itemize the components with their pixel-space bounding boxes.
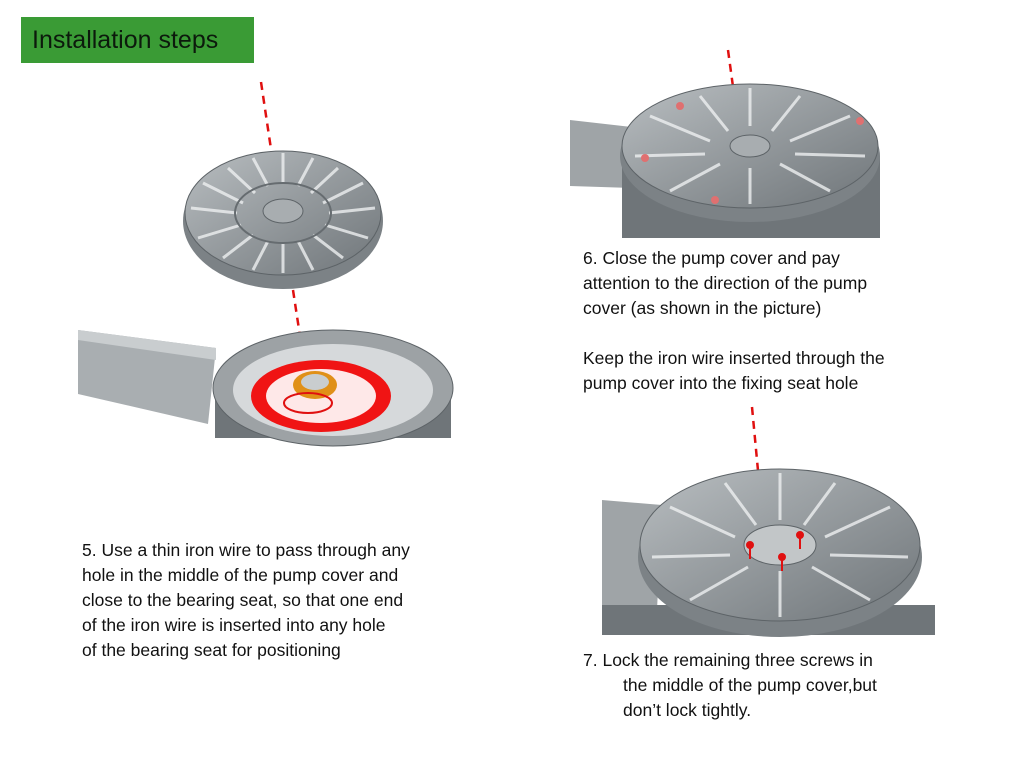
step5-line: of the bearing seat for positioning [82,640,341,660]
step5-illustration [78,81,454,447]
step6-line: cover (as shown in the picture) [583,298,822,318]
title-banner: Installation steps [21,17,254,63]
step5-line: close to the bearing seat, so that one e… [82,590,404,610]
guide-line [291,289,302,337]
pump-cover [183,150,383,289]
step7-line: 7. Lock the remaining three screws in [583,650,873,670]
step5-line: 5. Use a thin iron wire to pass through … [82,540,410,560]
step6-note: Keep the iron wire inserted through the … [583,346,983,396]
page-title: Installation steps [32,25,219,54]
pump-pipe [78,330,216,424]
step6-note-line: Keep the iron wire inserted through the [583,348,885,368]
pump-housing [212,329,454,447]
step7-line: the middle of the pump cover,but [623,675,877,695]
step5-line: hole in the middle of the pump cover and [82,565,399,585]
guide-line [259,81,280,197]
step5-line: of the iron wire is inserted into any ho… [82,615,386,635]
step6-text: 6. Close the pump cover and pay attentio… [583,246,963,321]
step7-line: don’t lock tightly. [623,700,752,720]
step6-illustration [570,49,880,238]
step6-line: attention to the direction of the pump [583,273,868,293]
step7-illustration [602,406,935,637]
step5-text: 5. Use a thin iron wire to pass through … [82,538,462,663]
step6-line: 6. Close the pump cover and pay [583,248,840,268]
step7-text: 7. Lock the remaining three screws in th… [583,648,963,723]
step6-note-line: pump cover into the fixing seat hole [583,373,859,393]
screw-markers [746,531,804,571]
